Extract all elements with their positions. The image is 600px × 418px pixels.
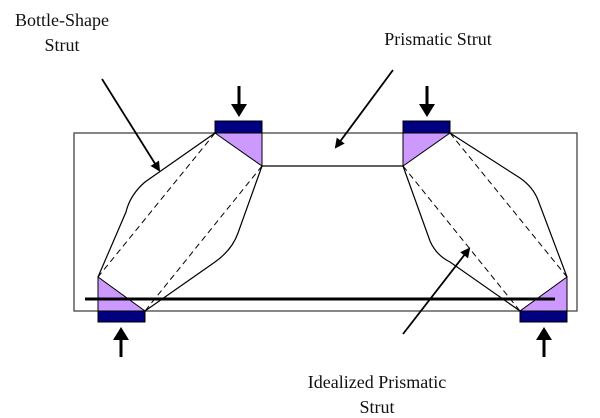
nodal-zone-top-right bbox=[402, 132, 452, 167]
beam-outline bbox=[73, 132, 578, 312]
load-arrow-top-left bbox=[231, 86, 247, 117]
left-idealized-strut-dashed bbox=[97, 132, 263, 312]
nodal-zone-bottom-left bbox=[97, 276, 147, 312]
label-idealized-line1: Idealized Prismatic bbox=[308, 372, 446, 392]
right-idealized-strut-dashed bbox=[402, 132, 568, 312]
bearing-plate-top-left bbox=[214, 120, 263, 134]
leader-idealized bbox=[402, 247, 471, 335]
load-arrow-top-right bbox=[419, 86, 435, 117]
bearing-plate-bottom-right bbox=[519, 310, 568, 323]
left-bottle-strut-outline bbox=[97, 132, 263, 312]
nodal-zone-top-left bbox=[213, 132, 263, 167]
label-bottle-shape-line1: Bottle-Shape bbox=[15, 10, 109, 30]
label-prismatic-strut: Prismatic Strut bbox=[384, 29, 492, 49]
reaction-arrow-bottom-right bbox=[536, 327, 552, 357]
bearing-plate-bottom-left bbox=[97, 310, 146, 323]
right-bottle-strut-outline bbox=[402, 132, 568, 312]
leader-bottle-shape bbox=[101, 78, 161, 172]
leader-prismatic bbox=[334, 69, 394, 149]
label-bottle-shape-line2: Strut bbox=[44, 35, 79, 55]
reaction-arrow-bottom-left bbox=[113, 327, 129, 357]
label-idealized-line2: Strut bbox=[359, 397, 394, 417]
bearing-plate-top-right bbox=[402, 120, 451, 134]
nodal-zone-bottom-right bbox=[518, 276, 568, 312]
